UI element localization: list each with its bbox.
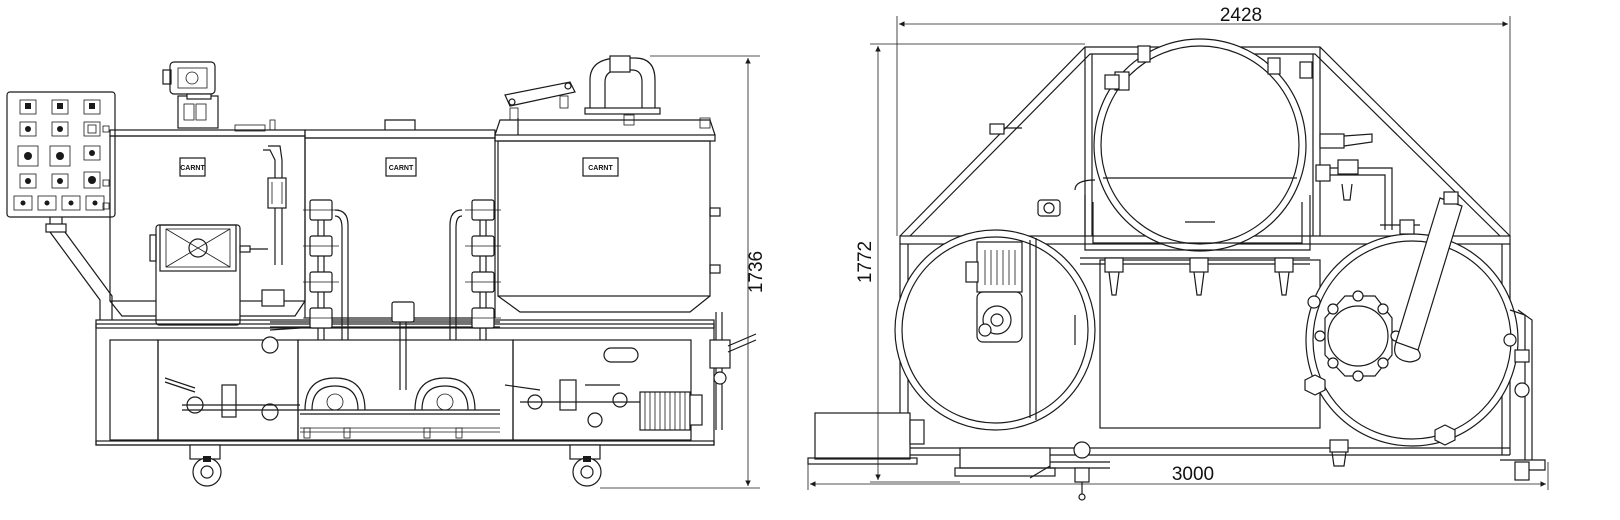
tank-circle-left: [894, 229, 1096, 431]
heat-exchanger: [639, 391, 703, 431]
base-frame: [95, 319, 715, 446]
dim-label-1772: 1772: [855, 241, 876, 283]
outlet-column: [709, 312, 757, 430]
front-view: CARNT CARNT: [6, 55, 767, 489]
panel-arm: [45, 217, 113, 320]
dim-label-2428: 2428: [1220, 5, 1262, 26]
drain-valves: [164, 289, 301, 421]
agitator-motor: [162, 61, 219, 129]
dim-label-3000: 3000: [1172, 464, 1214, 485]
valves-left-column: [309, 199, 495, 329]
exhaust-pipe: [584, 55, 661, 115]
pipe-manifold: [270, 200, 500, 390]
dim-label-1736: 1736: [746, 251, 767, 293]
right-fittings: [1500, 309, 1546, 481]
caster-left: [189, 444, 222, 487]
dimension-height-front: 1736: [600, 55, 767, 489]
inspection-window: [149, 224, 268, 326]
right-valves: [504, 347, 640, 428]
dimension-length-top: 3000: [807, 462, 1549, 490]
top-view: 2428 1772 3000: [807, 5, 1549, 501]
tank-logo-middle: CARNT: [389, 165, 414, 172]
caster-right: [569, 444, 602, 487]
tank-circle-right: [1304, 191, 1519, 447]
tank-right: CARNT: [494, 81, 721, 313]
tank-logo-left: CARNT: [180, 165, 205, 172]
tank-middle: CARNT: [304, 119, 496, 319]
tank-logo-right: CARNT: [588, 165, 613, 172]
control-box-top: [807, 412, 925, 465]
pumps: [300, 377, 500, 415]
tank-circle-top: [1093, 38, 1313, 252]
dimension-width-top: 2428: [896, 5, 1511, 236]
control-panel: [6, 91, 116, 218]
top-valves: [989, 123, 1415, 296]
bottom-fittings: [954, 439, 1349, 501]
